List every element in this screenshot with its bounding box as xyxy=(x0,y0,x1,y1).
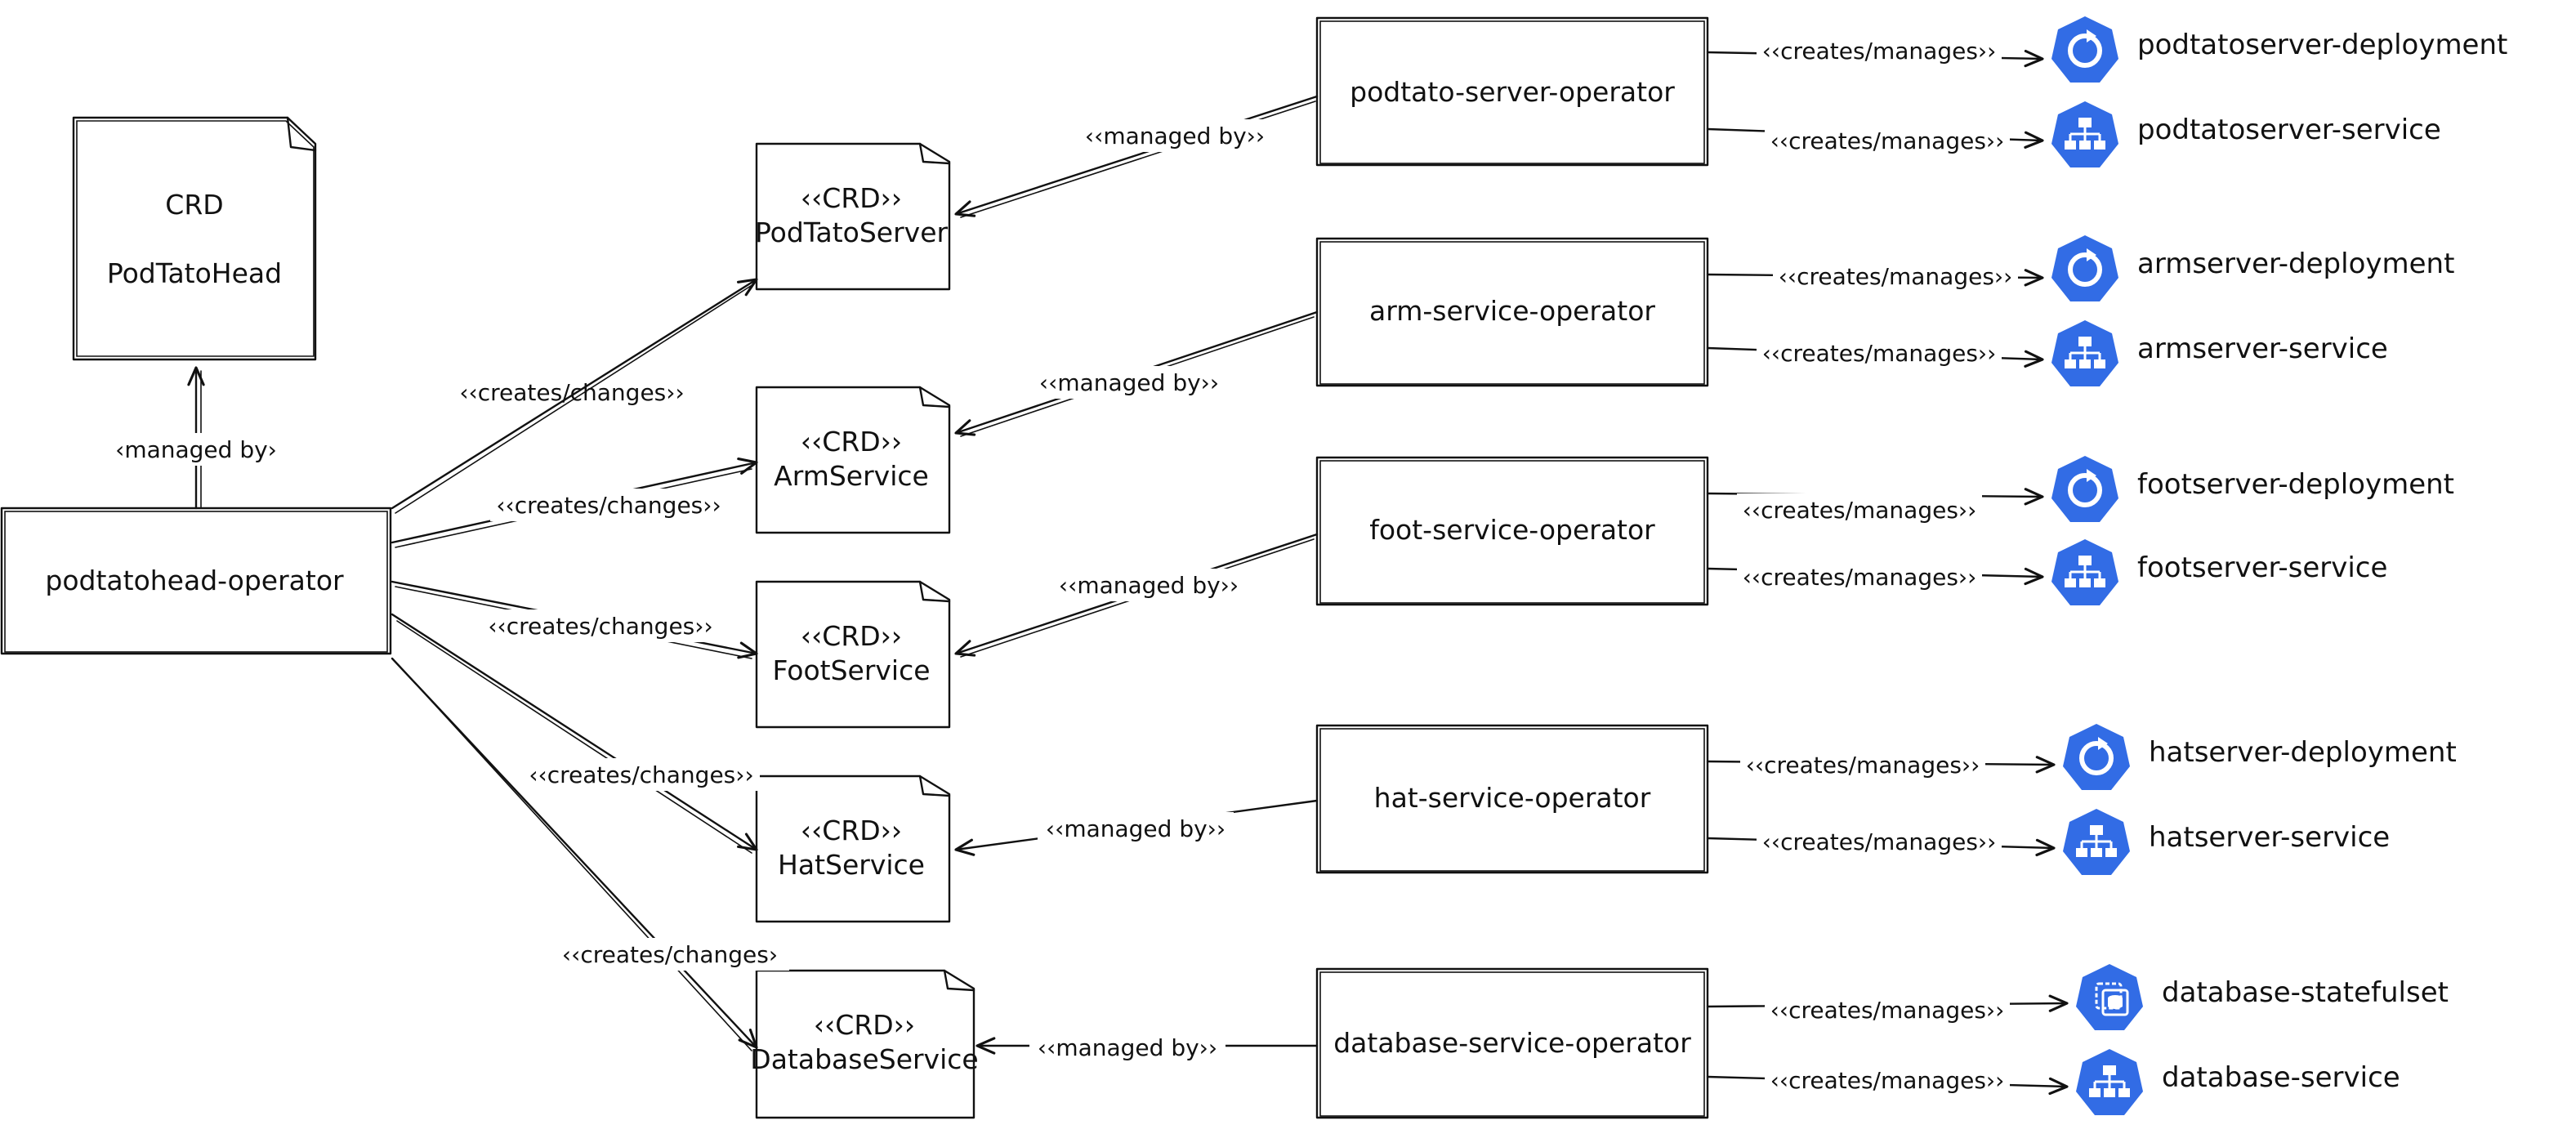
arm-service-operator-node[interactable]: arm-service-operator xyxy=(1315,237,1709,387)
edge-label-manages-hatserver-service: ‹‹creates/manages›› xyxy=(1762,828,1997,855)
crd-armservice-node[interactable]: ‹‹CRD›› ArmService xyxy=(755,386,951,534)
resource-database-service[interactable]: database-service xyxy=(2076,1049,2400,1115)
edge-label-managed-by-podtatohead: ‹managed by› xyxy=(115,436,277,463)
edge-label-managed-hatservice: ‹‹managed by›› xyxy=(1046,815,1225,842)
edge-creates-podtatoserver xyxy=(391,278,758,510)
resource-label: armserver-deployment xyxy=(2137,248,2454,280)
hat-service-operator-label: hat-service-operator xyxy=(1374,782,1651,814)
edge-label-manages-podtatoserver-service: ‹‹creates/manages›› xyxy=(1770,127,2005,154)
statefulset-icon xyxy=(2076,964,2143,1030)
edge-label-manages-database-statefulset: ‹‹creates/manages›› xyxy=(1770,997,2005,1024)
podtato-server-operator-node[interactable]: podtato-server-operator xyxy=(1315,16,1709,167)
edge-label-manages-footserver-service: ‹‹creates/manages›› xyxy=(1743,564,1977,591)
crd-armservice-name: ArmService xyxy=(774,460,929,492)
crd-databaseservice-stereotype: ‹‹CRD›› xyxy=(814,1009,915,1041)
hat-service-operator-node[interactable]: hat-service-operator xyxy=(1315,724,1709,874)
edge-label-manages-armserver-service: ‹‹creates/manages›› xyxy=(1762,340,1997,367)
edge-creates-databaseservice xyxy=(391,657,758,1049)
edge-label-creates-hatservice: ‹‹creates/changes›› xyxy=(529,761,753,788)
edge-label-managed-armservice: ‹‹managed by›› xyxy=(1039,369,1219,396)
crd-podtatohead-name: PodTatoHead xyxy=(107,257,282,289)
edge-managed-podtatoserver xyxy=(954,95,1319,217)
resource-hatserver-service[interactable]: hatserver-service xyxy=(2063,809,2390,875)
crd-podtatoserver-stereotype: ‹‹CRD›› xyxy=(801,182,902,214)
edge-label-manages-hatserver-deployment: ‹‹creates/manages›› xyxy=(1746,752,1980,779)
edge-creates-hatservice xyxy=(391,613,758,851)
crd-databaseservice-name: DatabaseService xyxy=(750,1043,978,1075)
service-icon xyxy=(2051,320,2118,386)
resource-armserver-service[interactable]: armserver-service xyxy=(2051,320,2388,386)
edge-label-managed-databaseservice: ‹‹managed by›› xyxy=(1038,1034,1217,1061)
crd-podtatoserver-node[interactable]: ‹‹CRD›› PodTatoServer xyxy=(755,142,951,291)
crd-footservice-name: FootService xyxy=(772,654,930,686)
resource-armserver-deployment[interactable]: armserver-deployment xyxy=(2051,235,2454,301)
resource-label: podtatoserver-deployment xyxy=(2137,29,2507,61)
crd-hatservice-name: HatService xyxy=(778,849,925,881)
resource-label: footserver-service xyxy=(2137,551,2387,584)
edge-label-creates-databaseservice: ‹‹creates/changes› xyxy=(562,941,778,968)
crd-podtatohead-node: CRD PodTatoHead xyxy=(72,116,317,361)
crd-podtatohead-stereotype: CRD xyxy=(165,189,223,221)
crd-databaseservice-node[interactable]: ‹‹CRD›› DatabaseService xyxy=(750,969,979,1119)
database-service-operator-label: database-service-operator xyxy=(1333,1027,1691,1059)
resource-label: armserver-service xyxy=(2137,333,2388,365)
edge-label-creates-podtatoserver: ‹‹creates/changes›› xyxy=(459,379,684,406)
crd-hatservice-node[interactable]: ‹‹CRD›› HatService xyxy=(755,775,951,923)
crd-footservice-stereotype: ‹‹CRD›› xyxy=(801,620,902,652)
deployment-icon xyxy=(2063,724,2130,790)
resource-label: footserver-deployment xyxy=(2137,468,2454,501)
crd-armservice-stereotype: ‹‹CRD›› xyxy=(801,426,902,458)
deployment-icon xyxy=(2051,235,2118,301)
resource-label: hatserver-deployment xyxy=(2149,736,2457,769)
resource-footserver-service[interactable]: footserver-service xyxy=(2051,539,2387,605)
edge-label-manages-footserver-deployment: ‹‹creates/manages›› xyxy=(1743,497,1977,524)
arm-service-operator-label: arm-service-operator xyxy=(1369,295,1655,327)
resource-label: database-statefulset xyxy=(2162,976,2449,1009)
resource-podtatoserver-service[interactable]: podtatoserver-service xyxy=(2051,101,2441,167)
service-icon xyxy=(2051,539,2118,605)
resource-database-statefulset[interactable]: database-statefulset xyxy=(2076,964,2449,1030)
resource-hatserver-deployment[interactable]: hatserver-deployment xyxy=(2063,724,2457,790)
deployment-icon xyxy=(2051,16,2118,83)
crd-footservice-node[interactable]: ‹‹CRD›› FootService xyxy=(755,580,951,729)
edge-label-managed-footservice: ‹‹managed by›› xyxy=(1059,572,1239,599)
podtatohead-operator-label: podtatohead-operator xyxy=(45,565,344,596)
resource-label: database-service xyxy=(2162,1061,2400,1094)
podtato-server-operator-label: podtato-server-operator xyxy=(1350,76,1675,108)
edge-label-creates-footservice: ‹‹creates/changes›› xyxy=(488,613,712,640)
crd-hatservice-stereotype: ‹‹CRD›› xyxy=(801,815,902,846)
database-service-operator-node[interactable]: database-service-operator xyxy=(1315,967,1709,1119)
edge-label-managed-podtatoserver: ‹‹managed by›› xyxy=(1085,123,1265,150)
edge-label-manages-podtatoserver-deployment: ‹‹creates/manages›› xyxy=(1762,38,1997,65)
edge-labels: ‹managed by› ‹‹creates/changes›› ‹‹creat… xyxy=(106,34,2018,1096)
resource-podtatoserver-deployment[interactable]: podtatoserver-deployment xyxy=(2051,16,2507,83)
resource-label: hatserver-service xyxy=(2149,821,2390,854)
foot-service-operator-node[interactable]: foot-service-operator xyxy=(1315,456,1709,606)
podtatohead-operator-node[interactable]: podtatohead-operator xyxy=(0,507,392,655)
deployment-icon xyxy=(2051,456,2118,522)
resource-label: podtatoserver-service xyxy=(2137,114,2441,146)
edge-label-creates-armservice: ‹‹creates/changes›› xyxy=(496,492,721,519)
resource-footserver-deployment[interactable]: footserver-deployment xyxy=(2051,456,2454,522)
service-icon xyxy=(2063,809,2130,875)
edge-label-manages-armserver-deployment: ‹‹creates/manages›› xyxy=(1779,263,2013,290)
crd-podtatoserver-name: PodTatoServer xyxy=(755,217,949,248)
edge-label-manages-database-service: ‹‹creates/manages›› xyxy=(1770,1067,2005,1094)
foot-service-operator-label: foot-service-operator xyxy=(1369,514,1655,546)
service-icon xyxy=(2076,1049,2143,1115)
service-icon xyxy=(2051,101,2118,167)
